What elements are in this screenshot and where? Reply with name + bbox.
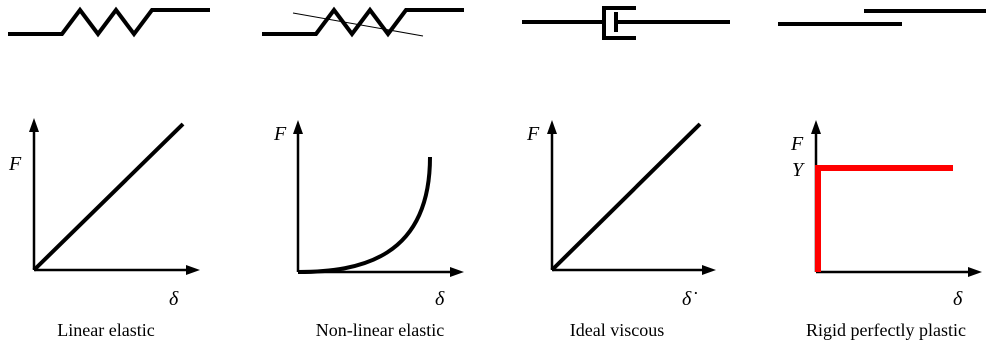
panel-ideal-viscous: F δ̇ Ideal viscous bbox=[500, 0, 750, 349]
friction-element-symbol bbox=[778, 9, 986, 26]
dashpot-symbol bbox=[522, 6, 730, 40]
nonlinear-response-curve bbox=[297, 156, 432, 274]
panel-non-linear-elastic: F δ Non-linear elastic bbox=[250, 0, 500, 349]
x-axis-label: δ bbox=[169, 288, 179, 310]
yield-stress-label: Y bbox=[792, 159, 805, 181]
y-axis-label: F bbox=[273, 123, 287, 145]
y-axis-label: F bbox=[790, 133, 804, 155]
axes bbox=[547, 120, 716, 275]
rigid-plastic-figure: F Y δ bbox=[778, 9, 986, 310]
plastic-response-curve bbox=[815, 165, 953, 272]
panel-linear-elastic: F δ Linear elastic bbox=[0, 0, 250, 349]
nonlinear-spring-symbol bbox=[262, 6, 464, 38]
linear-response-curve bbox=[32, 122, 185, 272]
panel-rigid-perfectly-plastic: F Y δ Rigid perfectly plastic bbox=[750, 0, 1000, 349]
x-axis-label: δ bbox=[435, 288, 445, 310]
caption-ideal-viscous: Ideal viscous bbox=[569, 320, 665, 340]
non-linear-elastic-figure: F δ bbox=[262, 6, 464, 310]
x-axis-label: δ bbox=[953, 288, 963, 310]
caption-rigid-perfectly-plastic: Rigid perfectly plastic bbox=[806, 320, 966, 340]
caption-non-linear-elastic: Non-linear elastic bbox=[315, 320, 445, 340]
y-axis-label: F bbox=[526, 123, 540, 145]
caption-linear-elastic: Linear elastic bbox=[57, 320, 155, 340]
ideal-viscous-figure: F δ̇ bbox=[522, 6, 730, 310]
axes bbox=[293, 120, 464, 277]
axes bbox=[811, 120, 982, 277]
x-axis-label: δ̇ bbox=[682, 288, 697, 310]
linear-elastic-figure: F δ bbox=[8, 6, 210, 310]
y-axis-label: F bbox=[8, 153, 22, 175]
spring-symbol bbox=[8, 6, 210, 38]
axes bbox=[29, 118, 200, 275]
viscous-response-curve bbox=[550, 122, 702, 272]
